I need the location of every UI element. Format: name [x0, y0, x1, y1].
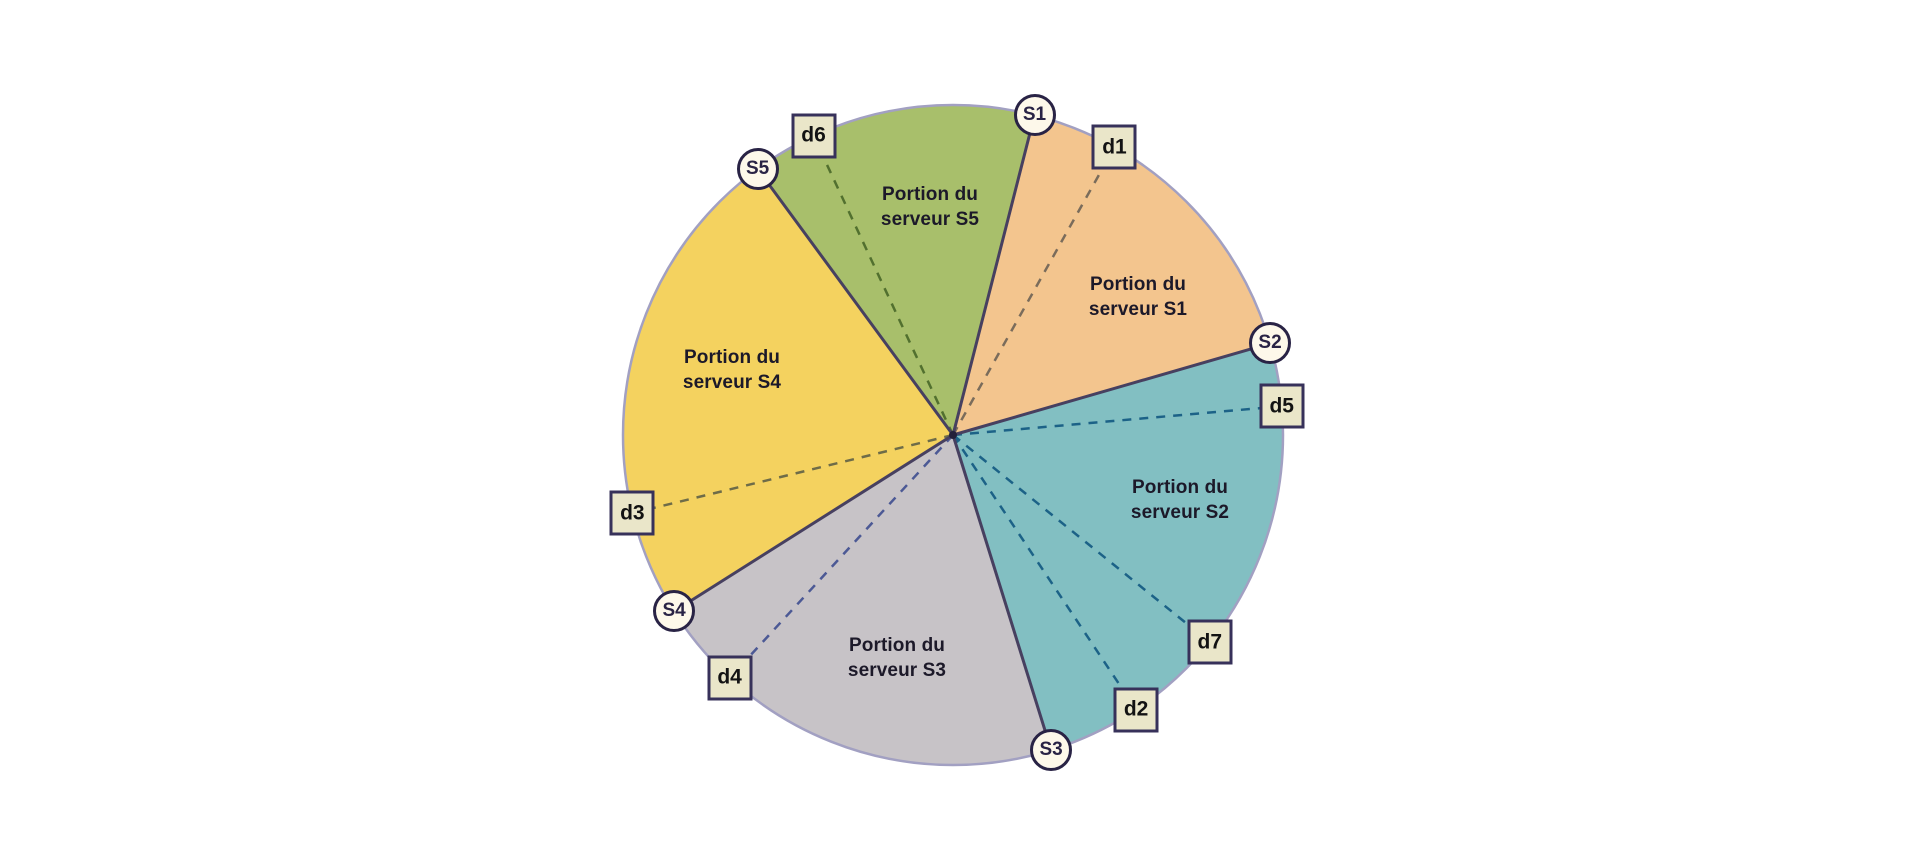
hash-line-d6: [814, 139, 955, 436]
hash-line-d7: [952, 434, 1208, 641]
hash-line-d2: [951, 434, 1135, 707]
server-marker-s5: S5: [736, 148, 779, 191]
hash-line-d5: [952, 405, 1278, 437]
hash-line-d4: [731, 434, 954, 676]
pie-slice-s5: [757, 104, 1035, 435]
server-marker-s4: S4: [653, 590, 696, 633]
slice-label-s2: Portion du serveur S2: [1130, 476, 1230, 523]
pie-slice-s4: [622, 169, 953, 612]
slice-divider-s4: [672, 433, 955, 613]
data-marker-d2: d2: [1113, 687, 1159, 733]
server-marker-s1: S1: [1013, 94, 1056, 137]
server-marker-s2: S2: [1249, 322, 1292, 365]
server-marker-s3: S3: [1030, 729, 1073, 772]
data-marker-d7: d7: [1187, 619, 1233, 665]
data-marker-d3: d3: [609, 490, 655, 536]
hash-line-d1: [951, 150, 1114, 436]
slice-label-s1: Portion du serveur S1: [1088, 273, 1188, 320]
slice-divider-s5: [756, 167, 955, 437]
data-marker-d6: d6: [791, 113, 837, 159]
slice-divider-s1: [951, 113, 1037, 437]
data-marker-d5: d5: [1259, 383, 1305, 429]
slice-divider-s2: [951, 341, 1272, 437]
ring-center-dot: [949, 431, 957, 439]
data-marker-d4: d4: [707, 655, 753, 701]
slice-label-s3: Portion du serveur S3: [847, 634, 947, 681]
data-marker-d1: d1: [1091, 124, 1137, 170]
ring-outline: [621, 103, 1285, 767]
slice-label-s5: Portion du serveur S5: [880, 183, 980, 230]
slice-divider-s3: [951, 433, 1053, 752]
hash-line-d3: [635, 433, 954, 514]
pie-slice-s3: [674, 435, 1052, 765]
slice-label-s4: Portion du serveur S4: [682, 346, 782, 393]
pie-slice-s1: [953, 115, 1271, 436]
